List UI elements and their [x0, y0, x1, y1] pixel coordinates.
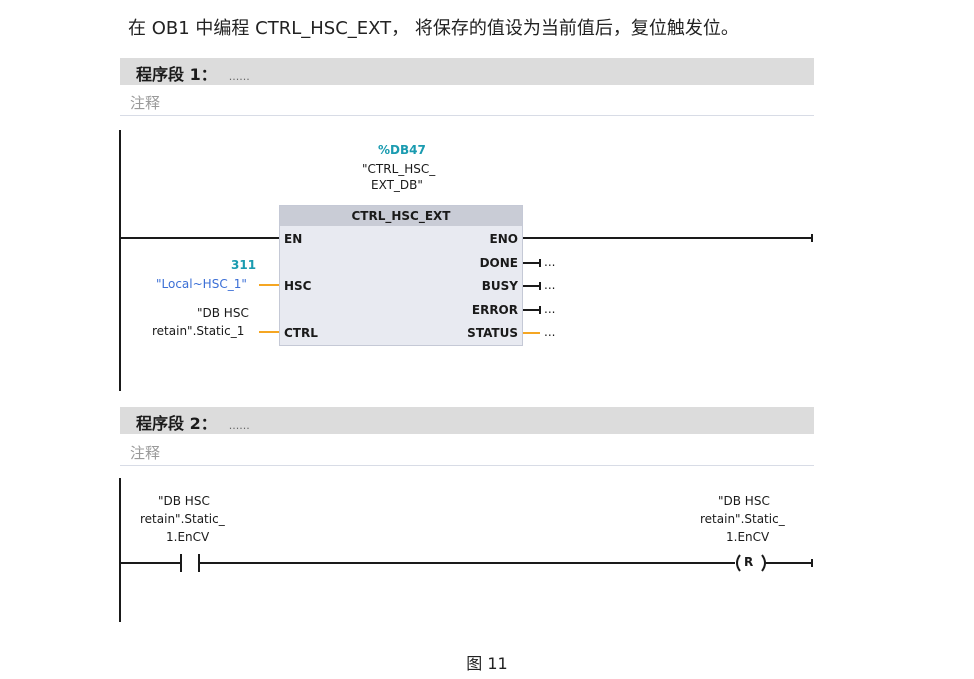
coil-operand-line2[interactable]: retain".Static_: [700, 512, 785, 526]
figure-caption: 图 11: [466, 654, 508, 673]
status-operand[interactable]: ...: [544, 325, 556, 339]
network-1-title: 程序段 1：......: [136, 61, 250, 85]
ctrl-hsc-ext-block[interactable]: CTRL_HSC_EXT EN HSC CTRL ENO DONE BUSY E…: [279, 205, 523, 346]
done-operand[interactable]: ...: [544, 255, 556, 269]
error-operand[interactable]: ...: [544, 302, 556, 316]
pin-ctrl: CTRL: [284, 326, 318, 340]
instance-db-name-line2: EXT_DB": [371, 178, 423, 192]
network-2-title-text: 程序段 2：: [136, 414, 217, 433]
network-2-title: 程序段 2：......: [136, 410, 250, 434]
pin-error: ERROR: [471, 303, 518, 317]
contact-operand-line3[interactable]: 1.EnCV: [166, 530, 210, 544]
hsc-operand[interactable]: "Local~HSC_1": [156, 277, 247, 291]
network-1-header[interactable]: 程序段 1：......: [120, 58, 814, 85]
ctrl-operand-line1[interactable]: "DB HSC: [197, 306, 249, 320]
network-1-title-text: 程序段 1：: [136, 65, 217, 84]
network-1-title-dots: ......: [228, 70, 250, 83]
network-2-header[interactable]: 程序段 2：......: [120, 407, 814, 434]
intro-text: 在 OB1 中编程 CTRL_HSC_EXT， 将保存的值设为当前值后，复位触发…: [128, 18, 739, 39]
pin-status: STATUS: [467, 326, 518, 340]
block-title: CTRL_HSC_EXT: [280, 206, 522, 226]
hsc-value: 311: [231, 258, 257, 272]
instance-db-address[interactable]: %DB47: [378, 143, 426, 157]
pin-busy: BUSY: [481, 279, 518, 293]
busy-operand[interactable]: ...: [544, 278, 556, 292]
pin-hsc: HSC: [284, 279, 312, 293]
pin-eno: ENO: [489, 232, 518, 246]
coil-right-arc: [761, 554, 766, 572]
network-1-comment[interactable]: 注释: [120, 89, 814, 116]
network-2-comment[interactable]: 注释: [120, 439, 814, 466]
pin-done: DONE: [479, 256, 518, 270]
coil-operand-line1[interactable]: "DB HSC: [718, 494, 770, 508]
ctrl-operand-line2[interactable]: retain".Static_1: [152, 324, 245, 338]
reset-coil[interactable]: R: [744, 555, 754, 569]
contact-operand-line1[interactable]: "DB HSC: [158, 494, 210, 508]
contact-operand-line2[interactable]: retain".Static_: [140, 512, 225, 526]
coil-left-arc: [736, 554, 741, 572]
network-2-comment-text: 注释: [130, 444, 161, 462]
instance-db-name-line1: "CTRL_HSC_: [362, 162, 436, 176]
network-1-comment-text: 注释: [130, 94, 161, 112]
network-2-title-dots: ......: [228, 419, 250, 432]
coil-operand-line3[interactable]: 1.EnCV: [726, 530, 770, 544]
pin-en: EN: [284, 232, 303, 246]
no-contact[interactable]: [176, 550, 206, 576]
